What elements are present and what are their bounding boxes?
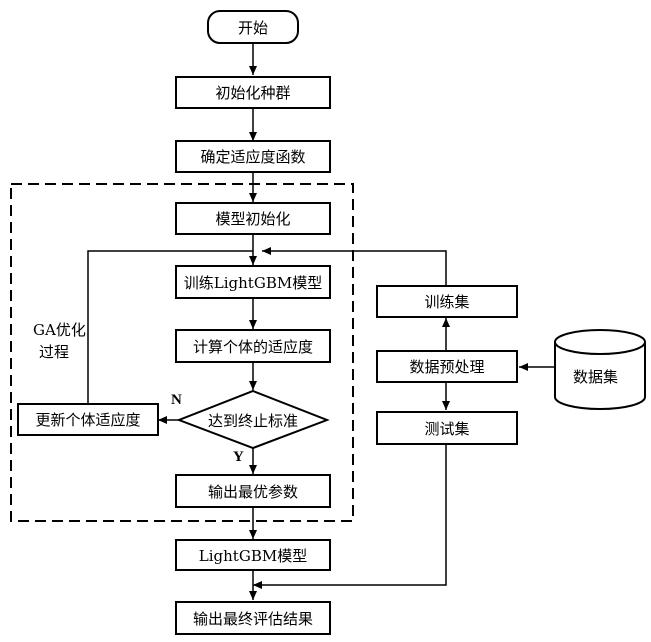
dataset-label: 数据集 [573,368,619,386]
arrow-testset-to-lightgbm [253,445,447,589]
test-set-box: 测试集 [376,411,518,445]
ga-label-line2: 过程 [39,343,70,361]
start-node: 开始 [207,10,299,44]
no-branch-label: N [171,392,182,408]
preprocess-box: 数据预处理 [376,350,518,383]
compute-fitness-box: 计算个体的适应度 [175,329,331,363]
model-init-box: 模型初始化 [175,202,331,235]
fitness-function-box: 确定适应度函数 [175,140,331,173]
ga-label-line1: GA优化 [33,321,86,339]
final-output-box: 输出最终评估结果 [175,601,331,635]
update-fitness-box: 更新个体适应度 [17,403,159,436]
yes-branch-label: Y [233,449,244,465]
lightgbm-model-box: LightGBM模型 [175,539,331,571]
init-population-box: 初始化种群 [175,76,331,109]
train-model-box: 训练LightGBM模型 [175,265,331,299]
output-params-box: 输出最优参数 [175,474,331,508]
train-set-box: 训练集 [376,285,518,318]
decision-label: 达到终止标准 [207,411,298,430]
arrow-trainset-to-model [262,247,447,285]
ga-region-border [10,183,354,522]
decision-diamond [176,389,330,450]
dataset-cylinder-icon [554,329,646,410]
loop-back-line [87,250,253,404]
